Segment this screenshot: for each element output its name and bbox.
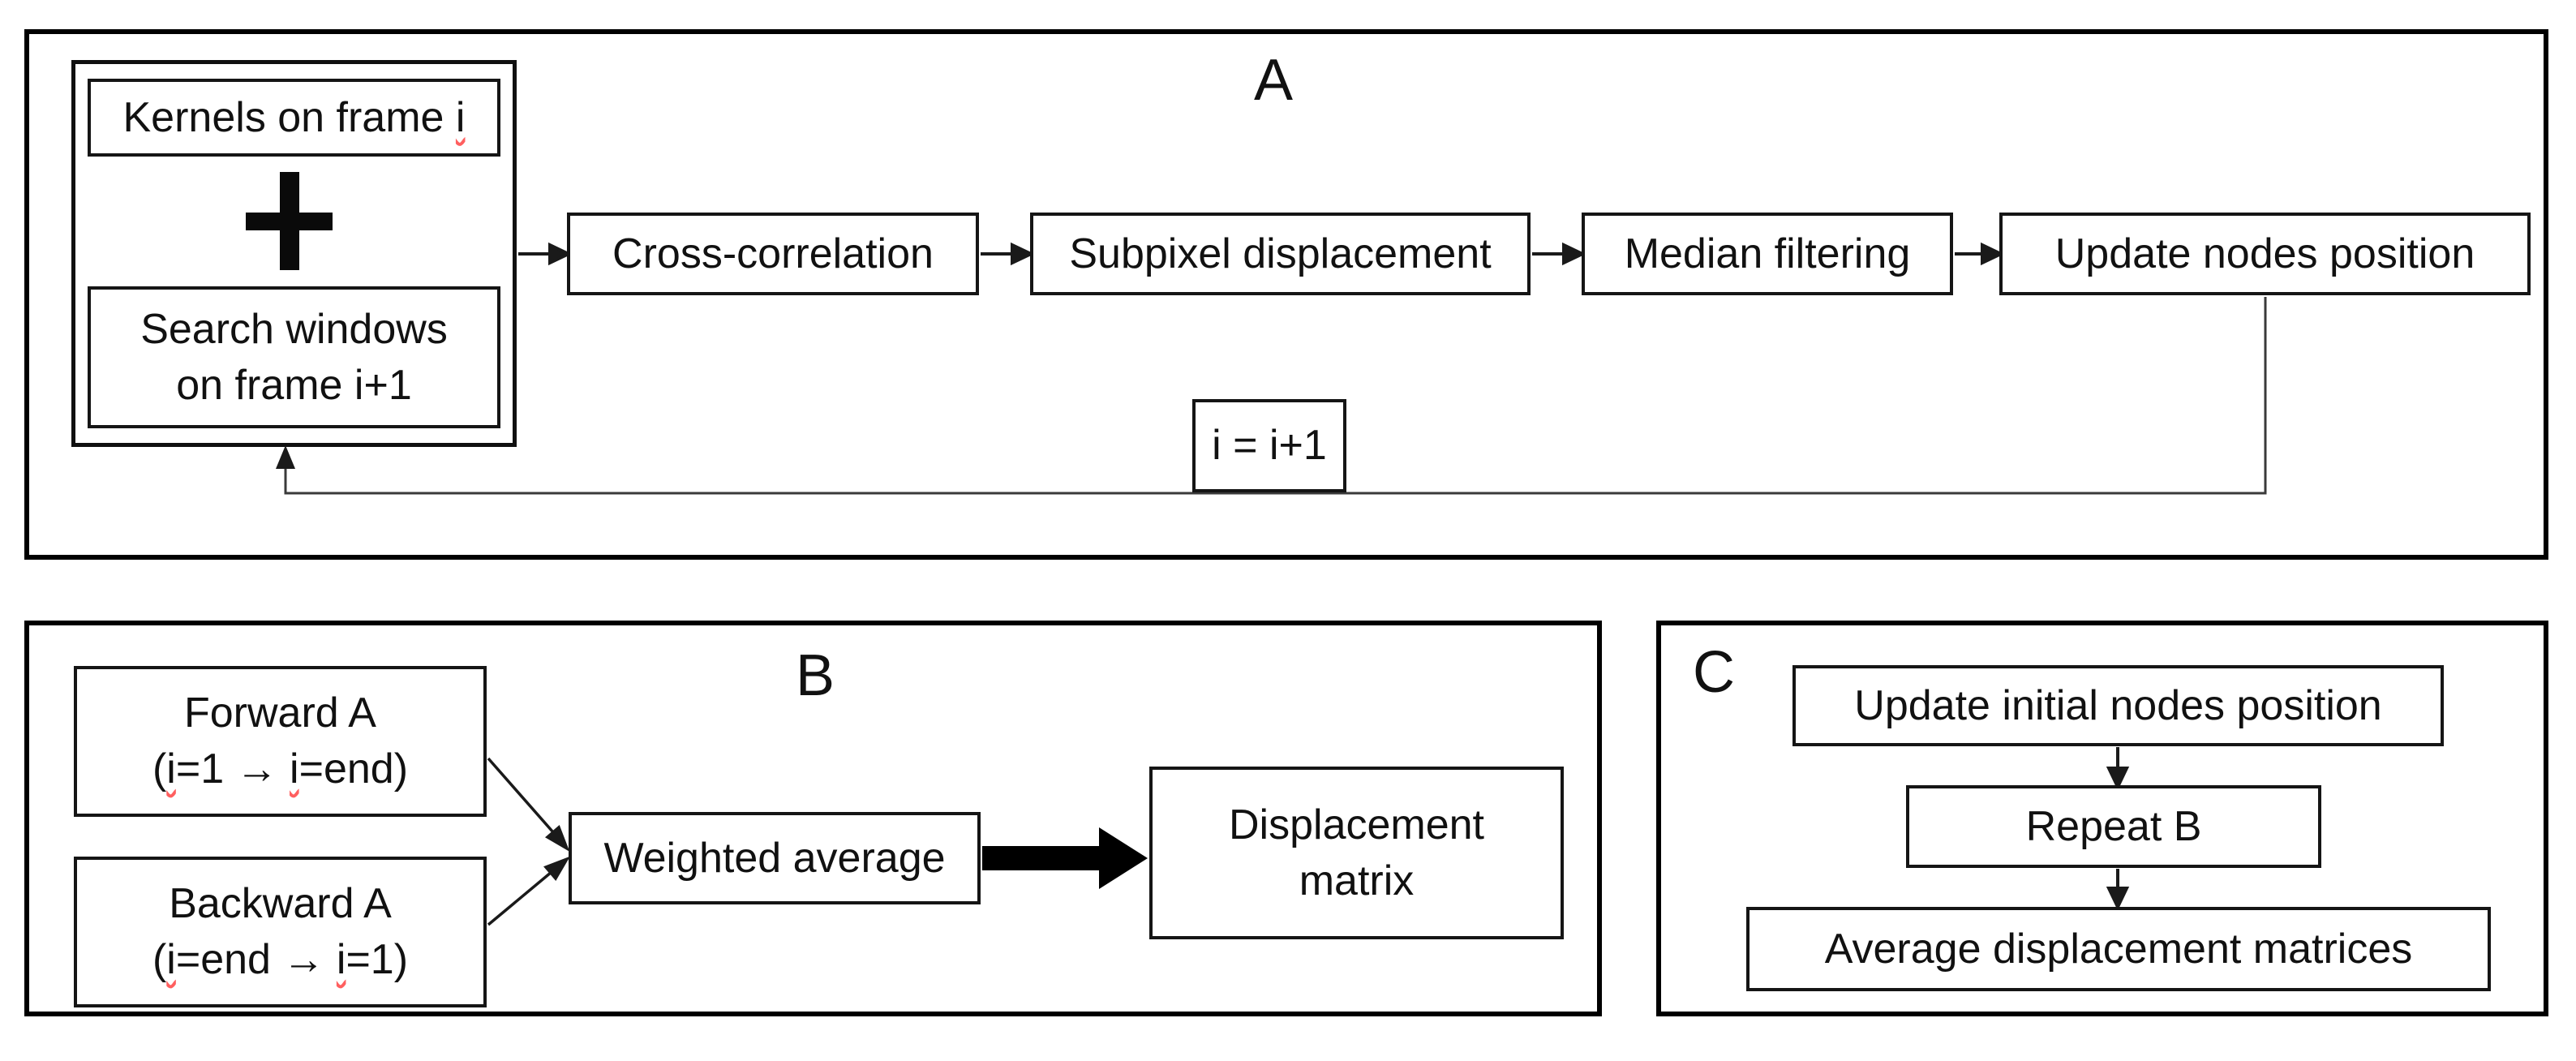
feedback-loop-arrowhead bbox=[276, 445, 295, 469]
average-displacement-box: Average displacement matrices bbox=[1746, 907, 2491, 991]
forward-to-weighted-head bbox=[544, 825, 570, 853]
flow-arrow-median-to-update-head bbox=[1981, 242, 2005, 266]
backward-range-i2: i bbox=[336, 936, 346, 983]
displacement-matrix-line2: matrix bbox=[1299, 857, 1415, 904]
kernels-label-text: Kernels on frame bbox=[122, 93, 456, 141]
feedback-loop-line bbox=[284, 297, 2267, 495]
forward-to-weighted-line bbox=[487, 757, 555, 834]
backward-range-i1: i bbox=[166, 936, 176, 983]
backward-range-close: =1) bbox=[346, 936, 409, 983]
kernels-label: Kernels on frame i bbox=[123, 90, 466, 146]
search-windows-box: Search windows on frame i+1 bbox=[88, 286, 500, 428]
displacement-matrix-box: Displacement matrix bbox=[1149, 767, 1564, 939]
search-windows-line2: on frame i+1 bbox=[176, 361, 412, 409]
forward-a-title: Forward A bbox=[184, 689, 376, 737]
update-to-repeat-head bbox=[2106, 767, 2130, 791]
forward-range-close: =end) bbox=[298, 745, 409, 793]
forward-range-i2: i bbox=[290, 745, 299, 793]
step-cross-correlation-box: Cross-correlation bbox=[567, 213, 979, 295]
panel-b-label: B bbox=[795, 643, 835, 708]
panel-a-label: A bbox=[1253, 48, 1294, 113]
weighted-average-box: Weighted average bbox=[569, 812, 981, 904]
forward-a-box: Forward A (i=1 → i=end) bbox=[74, 666, 487, 817]
kernels-label-i: i bbox=[455, 93, 466, 141]
plus-icon bbox=[246, 172, 333, 270]
flow-arrow-cross-to-subpixel-head bbox=[1011, 242, 1035, 266]
forward-range-i1: i bbox=[166, 745, 176, 793]
displacement-matrix-line1: Displacement bbox=[1228, 801, 1485, 848]
backward-to-weighted-line bbox=[487, 870, 553, 926]
backward-a-title: Backward A bbox=[169, 880, 392, 928]
backward-a-range: (i=end → i=1) bbox=[152, 932, 408, 988]
forward-a-range: (i=1 → i=end) bbox=[152, 741, 408, 797]
backward-range-mid: =end → bbox=[175, 936, 337, 983]
kernels-box: Kernels on frame i bbox=[88, 79, 500, 157]
step-update-nodes-position-box: Update nodes position bbox=[1999, 213, 2531, 295]
flow-arrow-subpixel-to-median-head bbox=[1562, 242, 1586, 266]
search-windows-line1: Search windows bbox=[140, 305, 448, 353]
panel-c-label: C bbox=[1693, 640, 1735, 705]
forward-range-mid: =1 → bbox=[175, 745, 290, 793]
backward-a-box: Backward A (i=end → i=1) bbox=[74, 857, 487, 1007]
step-median-filtering-box: Median filtering bbox=[1582, 213, 1953, 295]
repeat-b-box: Repeat B bbox=[1906, 785, 2321, 868]
repeat-to-average-head bbox=[2106, 887, 2130, 911]
backward-to-weighted-head bbox=[543, 856, 571, 882]
thick-arrow-shaft bbox=[982, 846, 1102, 870]
forward-range-open: ( bbox=[152, 745, 167, 793]
step-subpixel-displacement-box: Subpixel displacement bbox=[1030, 213, 1531, 295]
backward-range-open: ( bbox=[152, 936, 167, 983]
thick-arrow-head bbox=[1099, 827, 1148, 889]
loop-counter-box: i = i+1 bbox=[1192, 399, 1346, 492]
flow-arrow-input-to-cross-head bbox=[548, 242, 573, 266]
update-initial-nodes-box: Update initial nodes position bbox=[1792, 665, 2444, 746]
